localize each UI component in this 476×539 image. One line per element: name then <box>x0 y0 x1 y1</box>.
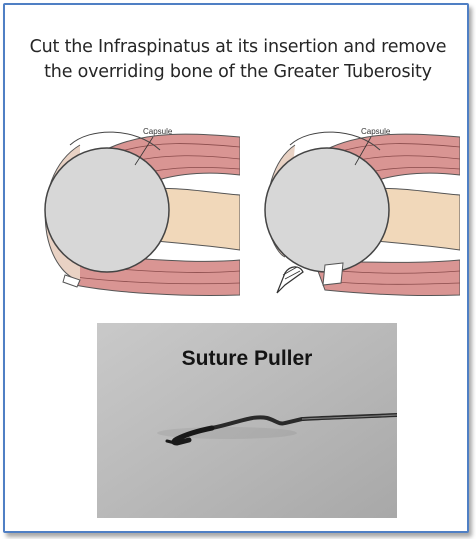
capsule-label-right: Capsule <box>361 127 391 136</box>
capsule-label-left: Capsule <box>143 127 173 136</box>
title-line-1: Cut the Infraspinatus at its insertion a… <box>5 35 471 60</box>
title-line-2: the overriding bone of the Greater Tuber… <box>5 60 471 85</box>
suture-puller-photo: Suture Puller <box>97 323 397 518</box>
slide-title: Cut the Infraspinatus at its insertion a… <box>5 35 471 85</box>
suture-puller-label: Suture Puller <box>97 347 397 371</box>
shoulder-diagram-after: Capsule <box>255 115 460 300</box>
shoulder-diagram-before: Capsule <box>35 115 240 300</box>
slide-frame: Cut the Infraspinatus at its insertion a… <box>3 3 469 533</box>
